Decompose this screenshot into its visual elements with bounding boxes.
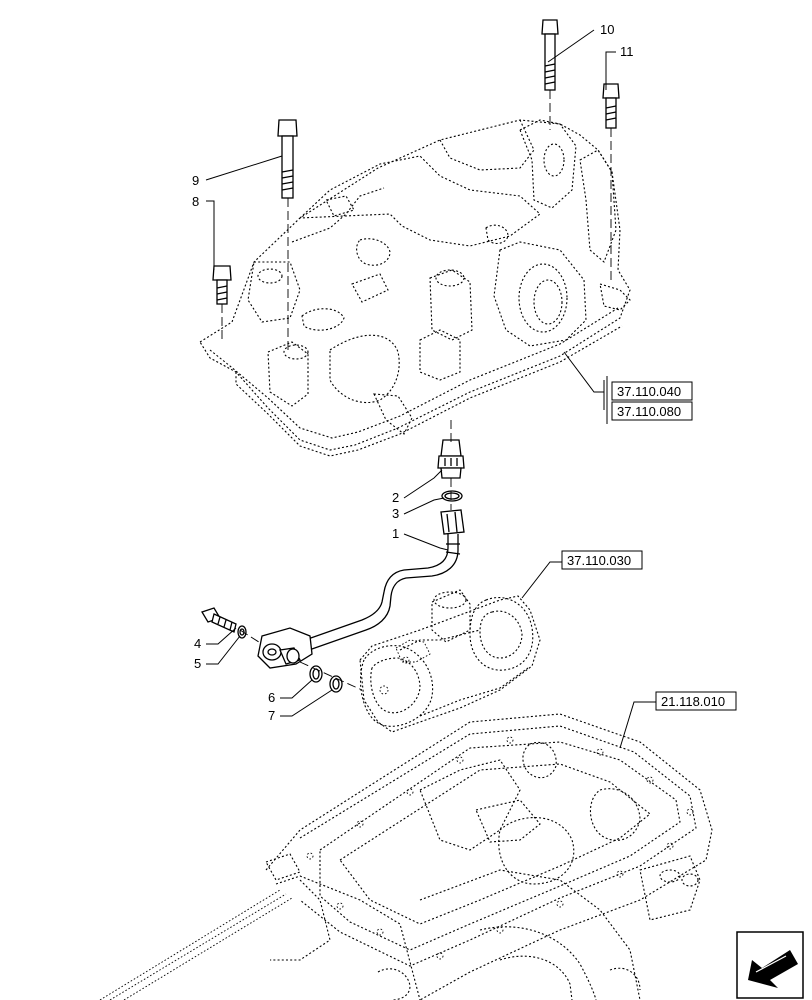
seal-ring-item-7 [329,675,343,693]
hydraulic-pipe-item-1 [287,534,461,657]
o-ring-seal-item-3 [441,490,463,502]
reference-37-110-040[interactable]: 37.110.040 [611,381,693,401]
callout-leaders [205,29,656,749]
callout-8: 8 [192,194,199,209]
seal-ring-item-6 [309,665,323,683]
callout-7: 7 [268,708,275,723]
callout-2: 2 [392,490,399,505]
callout-10: 10 [600,22,614,37]
bolt-item-9 [277,119,298,199]
reference-37-110-080[interactable]: 37.110.080 [611,401,693,421]
callout-6: 6 [268,690,275,705]
transmission-housing [99,713,713,1000]
svg-text:37.110.040: 37.110.040 [617,384,681,399]
washer-item-5 [237,625,247,639]
callout-9: 9 [192,173,199,188]
svg-text:21.118.010: 21.118.010 [661,694,725,709]
callout-1: 1 [392,526,399,541]
svg-text:37.110.030: 37.110.030 [567,553,631,568]
callout-5: 5 [194,656,201,671]
assembly-centre-lines [221,90,612,691]
reference-21-118-010[interactable]: 21.118.010 [655,691,737,711]
pipe-nut-item [440,509,465,535]
fitting-adapter-item-2 [437,439,465,479]
svg-text:37.110.080: 37.110.080 [617,404,681,419]
banjo-fitting-item [257,627,313,669]
reference-37-110-030[interactable]: 37.110.030 [561,550,643,570]
callout-11: 11 [620,44,634,59]
bolt-item-11 [602,83,620,129]
banjo-bolt-item-4 [201,607,237,633]
bolt-item-8 [212,265,232,305]
bolt-item-10 [541,19,559,91]
callout-4: 4 [194,636,201,651]
control-valve-housing [359,589,541,733]
arrow-nav-icon[interactable] [736,931,804,999]
lift-cover-housing [199,119,631,457]
callout-3: 3 [392,506,399,521]
